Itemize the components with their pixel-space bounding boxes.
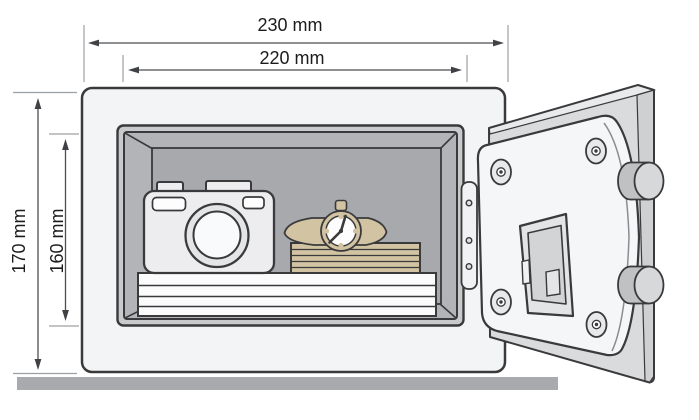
- perspective-edge: [124, 132, 154, 150]
- watch-hour-hand: [328, 229, 343, 244]
- watch-crown: [334, 199, 348, 212]
- arrow-down-icon: [62, 310, 69, 321]
- watch-hand-pivot: [338, 228, 344, 234]
- arrow-right-icon: [493, 39, 504, 47]
- perspective-edge: [439, 132, 457, 150]
- hinge-screw-hole: [465, 263, 473, 271]
- dimension-label-outer-width: 230 mm: [257, 15, 322, 35]
- watch-tick-6: [338, 242, 344, 249]
- lock-compartment-latch: [521, 259, 531, 285]
- arrow-left-icon: [88, 39, 99, 47]
- watch-tick-9: [323, 228, 330, 234]
- door-screw: [490, 288, 512, 316]
- ground-bar: [17, 377, 558, 390]
- book-stack: [290, 242, 421, 274]
- watch-illustration: [283, 199, 388, 252]
- safe-door: [476, 84, 665, 384]
- lock-compartment-window: [545, 268, 561, 297]
- door-screw: [585, 311, 608, 338]
- hinge-plate: [460, 181, 478, 290]
- dimension-label-inner-height: 160 mm: [47, 208, 67, 273]
- arrow-right-icon: [451, 66, 462, 74]
- dimension-outer-height: 170 mm: [9, 91, 77, 375]
- perspective-edge: [439, 303, 457, 319]
- dimension-inner-height: 160 mm: [47, 133, 79, 327]
- arrow-up-icon: [62, 139, 69, 150]
- arrow-left-icon: [128, 66, 139, 74]
- camera-illustration: [142, 180, 276, 275]
- dimension-label-outer-height: 170 mm: [9, 208, 29, 273]
- paper-stack-body: [137, 272, 437, 317]
- watch-minute-hand: [339, 214, 347, 233]
- watch-tick-12: [338, 213, 344, 220]
- door-screws: [490, 137, 608, 338]
- hinge-screw-hole: [465, 199, 473, 207]
- dimension-outer-width: 230 mm: [83, 15, 509, 82]
- door-screw: [490, 158, 512, 186]
- door-face-fold-line: [603, 122, 630, 352]
- dimension-label-inner-width: 220 mm: [259, 48, 324, 68]
- lock-compartment: [518, 212, 575, 318]
- paper-stack: [137, 272, 437, 317]
- watch-tick-3: [352, 228, 359, 234]
- arrow-up-icon: [34, 98, 42, 109]
- dimension-inner-width: 220 mm: [122, 48, 468, 82]
- camera-shutter-detail: [242, 196, 265, 210]
- arrow-down-icon: [34, 359, 42, 370]
- hinge-screw-hole: [465, 236, 473, 244]
- book-stack-body: [290, 242, 421, 274]
- door-outer-panel-outline: [488, 84, 656, 384]
- locking-bolt-top: [617, 161, 665, 201]
- locking-bolt-bottom: [617, 265, 665, 305]
- door-hinge: [460, 181, 478, 290]
- camera-flash-window: [151, 196, 187, 212]
- camera-lens-glass: [192, 210, 242, 260]
- door-screw: [585, 137, 607, 165]
